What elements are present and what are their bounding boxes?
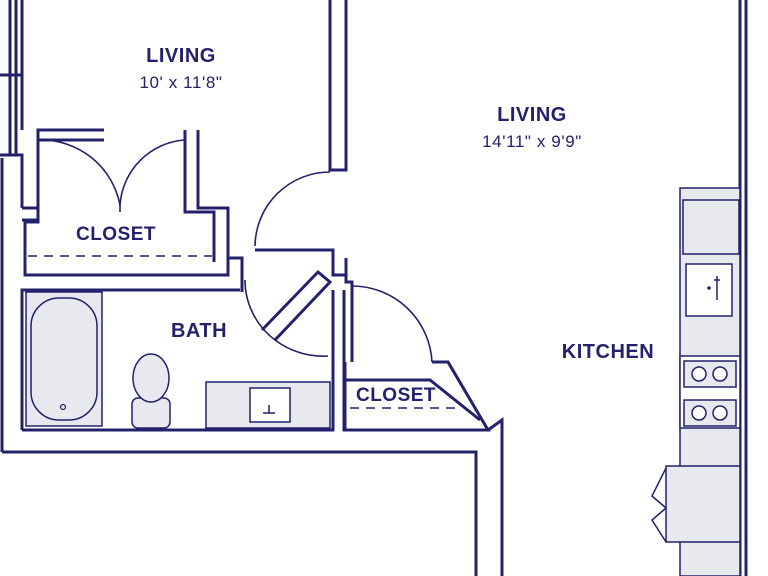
sink-icon xyxy=(205,381,331,429)
stove-icon xyxy=(679,355,741,429)
closet-right-name: CLOSET xyxy=(356,385,436,406)
living-large-name: LIVING xyxy=(497,104,567,126)
toilet-icon xyxy=(131,353,171,429)
closet-left-door-arc xyxy=(39,139,121,206)
bath-name: BATH xyxy=(171,320,227,342)
closet-shelves xyxy=(28,255,455,409)
living-small-dimensions: 10' x 11'8" xyxy=(139,73,222,92)
door-swings xyxy=(39,139,433,363)
closet-right-door-swing xyxy=(351,285,433,363)
bath-door-arc xyxy=(244,279,329,357)
living-large-dimensions: 14'11" x 9'9" xyxy=(482,132,582,151)
sink-icon xyxy=(685,263,733,317)
living-door-arc xyxy=(254,171,331,247)
closet-right-door-arc xyxy=(119,139,185,206)
living-small-name: LIVING xyxy=(146,45,216,67)
bathtub-icon xyxy=(25,291,103,427)
kitchen-name: KITCHEN xyxy=(562,341,654,363)
closet-left-name: CLOSET xyxy=(76,224,156,245)
refrigerator-icon xyxy=(651,465,741,543)
